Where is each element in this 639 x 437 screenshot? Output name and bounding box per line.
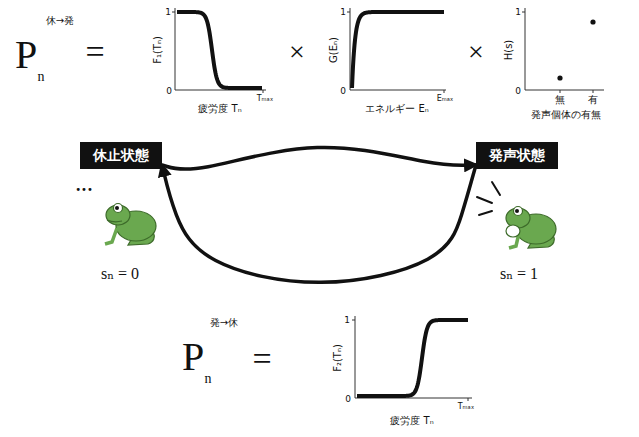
state-box: 発声状態	[476, 142, 558, 169]
state-label: 発声状態	[489, 147, 545, 163]
times-sign: ×	[468, 38, 484, 66]
transition-arrow	[162, 165, 476, 283]
plot-axes	[172, 8, 604, 401]
equals-sign: =	[252, 342, 271, 376]
axis-title: 疲労度 Tₙ	[390, 416, 433, 426]
thought-dots: •••	[75, 185, 93, 195]
prob-subscript: n	[205, 372, 212, 386]
axis-tick: 0	[515, 87, 521, 96]
scatter-dots	[557, 19, 595, 80]
axis-tick: 有	[588, 95, 598, 105]
axis-tick: 1	[340, 8, 346, 17]
times-sign: ×	[289, 38, 305, 66]
prob-symbol: P	[182, 337, 204, 377]
axis-tick: 0	[166, 87, 172, 96]
axis-title: 発声個体の有無	[531, 110, 601, 120]
state-box: 休止状態	[80, 142, 162, 169]
equals-sign: =	[85, 35, 104, 69]
prob-superscript: 発→休	[210, 318, 238, 328]
axis-title: H(s)	[504, 40, 514, 61]
sigmoid-curve	[357, 320, 468, 396]
sound-lines	[477, 182, 500, 215]
axis-title: F₂(Tₙ)	[333, 344, 343, 372]
calling-frog	[506, 207, 556, 249]
axis-tick: 1	[344, 316, 350, 325]
transition-arrow	[162, 147, 476, 169]
state-value: sₙ = 0	[101, 266, 139, 282]
prob-subscript: n	[38, 70, 45, 84]
axis-tick: 1	[165, 8, 171, 17]
axis-tick: 0	[345, 395, 351, 404]
axis-title: G(Eₙ)	[329, 37, 339, 63]
state-value: sₙ = 1	[500, 266, 538, 282]
resting-frog	[105, 204, 156, 246]
axis-tick: Tₘₐₓ	[257, 95, 274, 103]
axis-tick: 無	[555, 95, 565, 105]
prob-symbol: P	[15, 35, 37, 75]
axis-tick: Tₘₐₓ	[458, 403, 475, 411]
axis-title: F₁(Tₙ)	[153, 36, 163, 64]
state-label: 休止状態	[93, 147, 149, 163]
sigmoid-curve	[352, 12, 444, 88]
axis-tick: Eₘₐₓ	[437, 95, 454, 103]
axis-tick: 0	[340, 87, 346, 96]
axis-title: エネルギー Eₙ	[365, 104, 428, 114]
axis-title: 疲労度 Tₙ	[198, 104, 241, 114]
prob-superscript: 休→発	[46, 16, 74, 26]
sigmoid-curve	[177, 12, 262, 88]
axis-tick: 1	[515, 8, 521, 17]
